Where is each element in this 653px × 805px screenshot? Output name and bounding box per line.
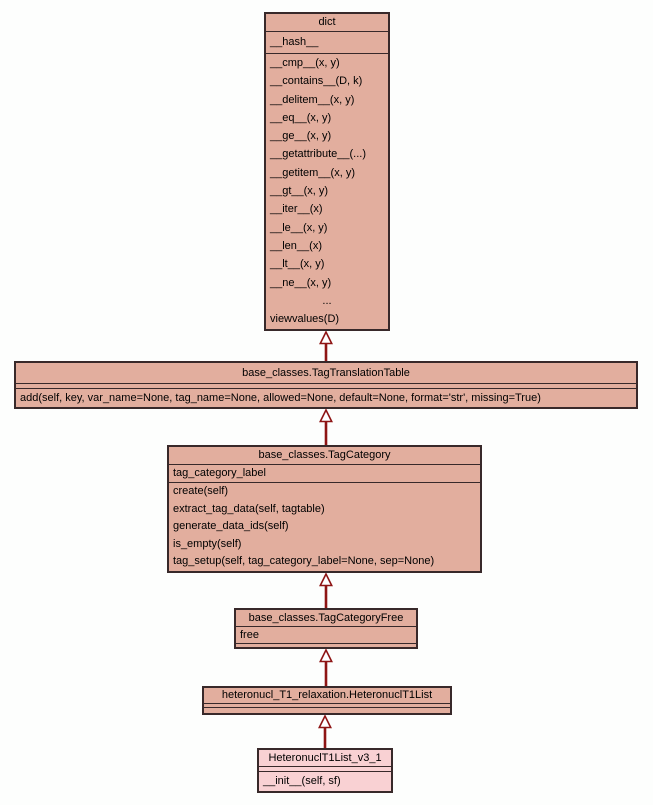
method-row: __contains__(D, k): [270, 75, 363, 88]
method-row: add(self, key, var_name=None, tag_name=N…: [20, 392, 541, 404]
class-title: base_classes.TagCategory: [169, 447, 480, 465]
method-row: __cmp__(x, y): [270, 57, 340, 69]
class-title: HeteronuclT1List_v3_1: [259, 750, 391, 767]
empty-methods-section: [236, 644, 416, 647]
empty-methods-section: [204, 708, 450, 712]
method-row: __getattribute__(...): [270, 148, 367, 161]
ellipsis-row: ...: [322, 294, 332, 307]
method-row: __le__(x, y): [270, 221, 328, 234]
inheritance-arrow: [319, 331, 333, 361]
method-row: tag_setup(self, tag_category_label=None,…: [173, 555, 435, 568]
method-row: create(self): [173, 485, 229, 497]
method-row: __getitem__(x, y): [270, 166, 355, 179]
empty-attributes-section: [16, 384, 636, 389]
method-row: __ne__(x, y): [270, 276, 332, 289]
class-box-tag-translation-table[interactable]: base_classes.TagTranslationTable add(sel…: [14, 361, 638, 409]
class-box-dict[interactable]: dict __hash__ __cmp__(x, y) __contains__…: [264, 12, 390, 331]
method-row: viewvalues(D): [270, 313, 340, 326]
method-row: __len__(x): [270, 239, 322, 252]
method-row: is_empty(self): [173, 537, 242, 550]
method-row: __gt__(x, y): [270, 185, 329, 198]
inheritance-arrow: [319, 649, 333, 686]
method-row: __delitem__(x, y): [270, 93, 355, 106]
class-title: dict: [266, 14, 388, 32]
class-title: heteronucl_T1_relaxation.HeteronuclT1Lis…: [204, 688, 450, 704]
class-box-heteronucl-t1-list[interactable]: heteronucl_T1_relaxation.HeteronuclT1Lis…: [202, 686, 452, 715]
empty-attributes-section: [204, 704, 450, 708]
method-row: generate_data_ids(self): [173, 520, 289, 533]
class-title: base_classes.TagTranslationTable: [16, 363, 636, 384]
method-row: __lt__(x, y): [270, 258, 325, 271]
method-row: __eq__(x, y): [270, 111, 332, 124]
inheritance-arrow: [318, 715, 332, 748]
class-box-tag-category-free[interactable]: base_classes.TagCategoryFree free: [234, 608, 418, 649]
method-row: __iter__(x): [270, 203, 323, 216]
attribute-row: tag_category_label: [173, 467, 266, 479]
method-row: __init__(self, sf): [263, 775, 341, 787]
class-box-heteronucl-t1-list-v3-1[interactable]: HeteronuclT1List_v3_1 __init__(self, sf): [257, 748, 393, 793]
method-row: __ge__(x, y): [270, 130, 332, 143]
attribute-row: __hash__: [270, 36, 319, 48]
empty-attributes-section: [259, 767, 391, 772]
method-row: extract_tag_data(self, tagtable): [173, 502, 325, 515]
attribute-row: free: [240, 629, 259, 641]
class-box-tag-category[interactable]: base_classes.TagCategory tag_category_la…: [167, 445, 482, 573]
class-title: base_classes.TagCategoryFree: [236, 610, 416, 627]
inheritance-arrow: [319, 573, 333, 608]
inheritance-arrow: [319, 409, 333, 445]
